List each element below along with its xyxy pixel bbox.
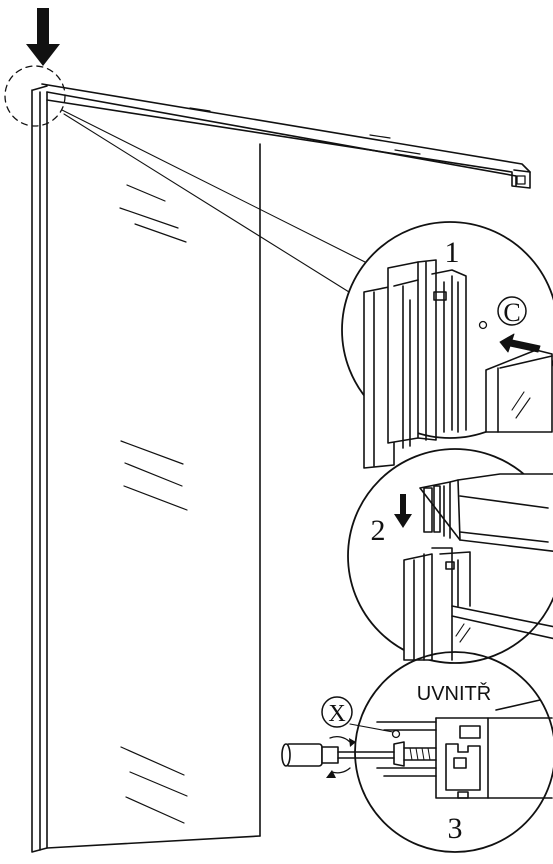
part-c-marker — [497, 296, 527, 326]
magnification-leader-lines — [61, 109, 366, 293]
step-2-number: 2 — [371, 514, 386, 547]
detail-2-group — [347, 448, 553, 664]
rotate-icon — [326, 736, 356, 778]
step-1-number: 1 — [445, 236, 460, 269]
top-down-arrow-icon — [26, 8, 60, 66]
step2-down-arrow-icon — [394, 494, 412, 528]
slide-left-arrow-icon — [499, 333, 541, 353]
detail-1-group — [341, 221, 553, 469]
step-3-number: 3 — [448, 812, 463, 845]
inside-label: UVNITŘ — [417, 682, 491, 705]
part-c-label: C — [503, 298, 520, 327]
top-rail — [41, 83, 531, 189]
glass-panel — [31, 85, 261, 853]
glass-reflection-marks — [119, 184, 188, 824]
detail-3-group — [349, 651, 553, 853]
detail-marker-circle — [4, 65, 66, 127]
part-x-marker — [321, 696, 353, 728]
screwdriver-icon — [281, 743, 395, 767]
part-x-label: X — [328, 701, 345, 727]
